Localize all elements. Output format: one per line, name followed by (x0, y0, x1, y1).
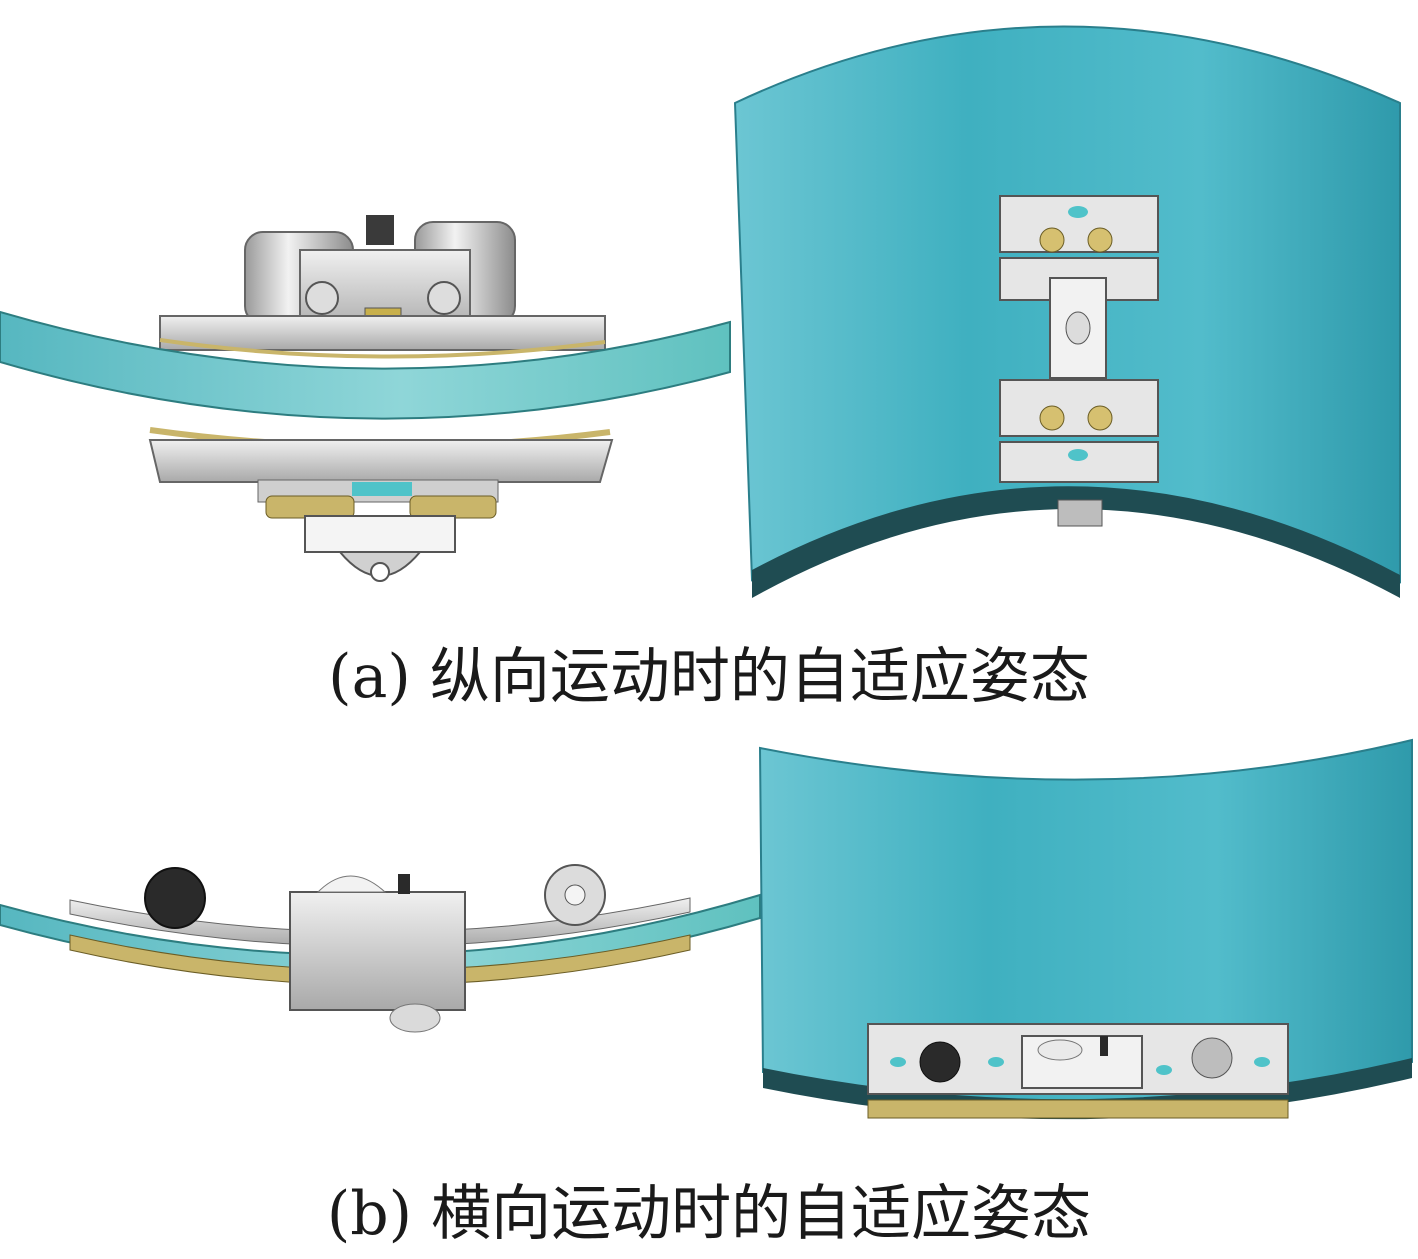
caption-panel-a: (a) 纵向运动时的自适应姿态 (328, 642, 1090, 712)
caption-panel-b: (b) 横向运动时的自适应姿态 (326, 1179, 1092, 1249)
panel-b-robot (867, 1023, 1289, 1119)
panel-b-front-view (0, 864, 761, 1033)
panel-a-front-view (0, 215, 731, 582)
panel-a-surface-view (733, 25, 1401, 598)
panel-b-surface-view (758, 738, 1413, 1120)
panel-a-robot (999, 195, 1159, 527)
